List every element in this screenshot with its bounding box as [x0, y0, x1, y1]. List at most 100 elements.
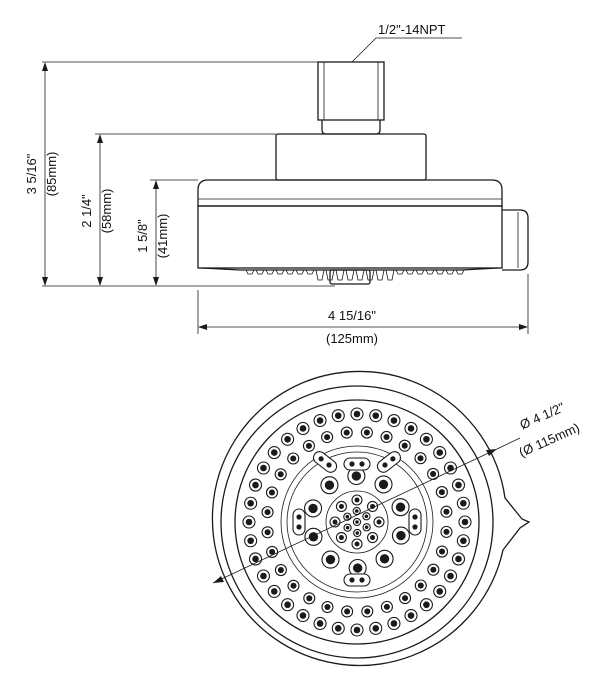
center-nozzle: [362, 512, 371, 521]
outer-shell: [211, 370, 531, 667]
side-nozzle: [305, 269, 315, 275]
spray-nozzle: [313, 616, 327, 631]
spray-nozzle: [440, 525, 453, 538]
center-nozzle: [335, 532, 347, 544]
spray-nozzle: [456, 534, 470, 548]
spray-nozzle: [427, 467, 440, 480]
spray-nozzle: [287, 579, 300, 592]
pipe-connector: [317, 61, 385, 135]
spray-nozzle: [433, 584, 447, 598]
side-nozzle: [285, 269, 295, 275]
massage-nozzle: [304, 527, 323, 546]
spray-nozzle: [433, 446, 447, 460]
dim-face-height-inch: 1 5/8": [135, 219, 150, 253]
spray-nozzle: [242, 515, 256, 529]
spray-nozzle: [350, 407, 364, 421]
spray-nozzle: [340, 426, 353, 439]
center-nozzle: [335, 500, 347, 512]
thread-callout: 1/2"-14NPT: [351, 22, 462, 63]
spray-nozzle: [287, 452, 300, 465]
dim-mid-height-mm: (58mm): [99, 189, 114, 234]
slot-nozzle: [292, 508, 306, 536]
side-nozzle: [345, 269, 355, 281]
slot-nozzle: [313, 451, 338, 473]
spray-nozzle: [380, 600, 393, 613]
spray-nozzle: [341, 605, 354, 618]
center-nozzles: [329, 494, 385, 550]
spray-nozzle: [440, 505, 453, 518]
spray-nozzle: [281, 598, 295, 612]
spray-nozzle: [380, 430, 393, 444]
spray-nozzle: [443, 569, 458, 583]
spray-nozzle: [369, 621, 383, 635]
inner-ring-2: [286, 451, 428, 593]
massage-nozzle: [321, 550, 340, 569]
dimension-mid-height: 2 1/4" (58mm): [79, 133, 276, 286]
spray-nozzle: [414, 579, 427, 592]
spray-nozzle: [451, 552, 466, 566]
side-nozzle: [455, 269, 465, 275]
center-nozzle: [351, 538, 363, 550]
center-nozzle: [367, 532, 379, 544]
front-view: Ø 4 1/2" (Ø 115mm): [211, 370, 582, 667]
dimension-width: 4 15/16" (125mm): [197, 274, 529, 346]
spray-nozzle: [281, 432, 295, 446]
massage-nozzle: [348, 558, 367, 578]
head-top-band: [197, 179, 503, 207]
dim-mid-height-inch: 2 1/4": [79, 194, 94, 228]
side-nozzle: [295, 269, 305, 275]
slot-nozzle: [343, 457, 371, 471]
spray-nozzle: [274, 564, 287, 577]
spray-nozzle: [435, 545, 449, 558]
side-nozzle: [405, 269, 415, 275]
neck: [275, 133, 427, 181]
dim-face-height-mm: (41mm): [155, 214, 170, 259]
side-nozzle: [375, 269, 385, 281]
side-nozzle: [385, 269, 395, 281]
spray-nozzle: [267, 446, 281, 460]
spray-nozzle: [296, 421, 310, 436]
side-nozzle: [445, 269, 455, 275]
side-nozzle: [335, 269, 345, 281]
center-nozzle: [343, 523, 352, 532]
side-nozzle: [265, 269, 275, 275]
spray-nozzle: [399, 592, 412, 605]
spray-nozzle: [321, 431, 334, 444]
center-nozzle-cluster-side: [329, 269, 371, 285]
massage-nozzle: [391, 498, 410, 517]
spray-nozzle: [427, 563, 440, 576]
spray-nozzle: [261, 526, 274, 539]
center-nozzle: [373, 516, 385, 528]
spray-nozzle: [248, 478, 263, 492]
massage-nozzle: [304, 499, 323, 518]
center-ring: [325, 490, 389, 554]
massage-nozzle: [320, 476, 339, 495]
spray-nozzle: [350, 623, 364, 637]
face-plate: [234, 399, 480, 645]
side-nozzle: [415, 269, 425, 275]
side-nozzle: [275, 269, 285, 275]
spray-nozzle: [303, 592, 316, 605]
spray-nozzle: [296, 608, 310, 623]
side-nozzle: [255, 269, 265, 275]
spray-nozzle: [414, 452, 427, 465]
spray-nozzle: [369, 409, 383, 423]
center-nozzle: [353, 528, 362, 538]
spray-nozzle: [404, 608, 418, 623]
side-nozzle: [355, 269, 365, 281]
dimension-total-height: 3 5/16" (85mm): [24, 61, 335, 287]
side-nozzle: [395, 269, 405, 275]
spray-nozzle: [435, 486, 448, 499]
spray-nozzle: [331, 621, 345, 635]
spray-nozzle: [266, 545, 279, 558]
massage-nozzle: [375, 549, 394, 568]
dim-width-inch: 4 15/16": [328, 308, 376, 323]
slot-nozzle: [343, 573, 371, 587]
spray-nozzle: [313, 413, 327, 428]
spray-nozzle: [443, 461, 458, 475]
outer-rim: [220, 385, 494, 659]
spray-nozzle: [261, 506, 274, 519]
spray-nozzle: [451, 478, 466, 492]
spray-nozzle: [302, 439, 315, 452]
